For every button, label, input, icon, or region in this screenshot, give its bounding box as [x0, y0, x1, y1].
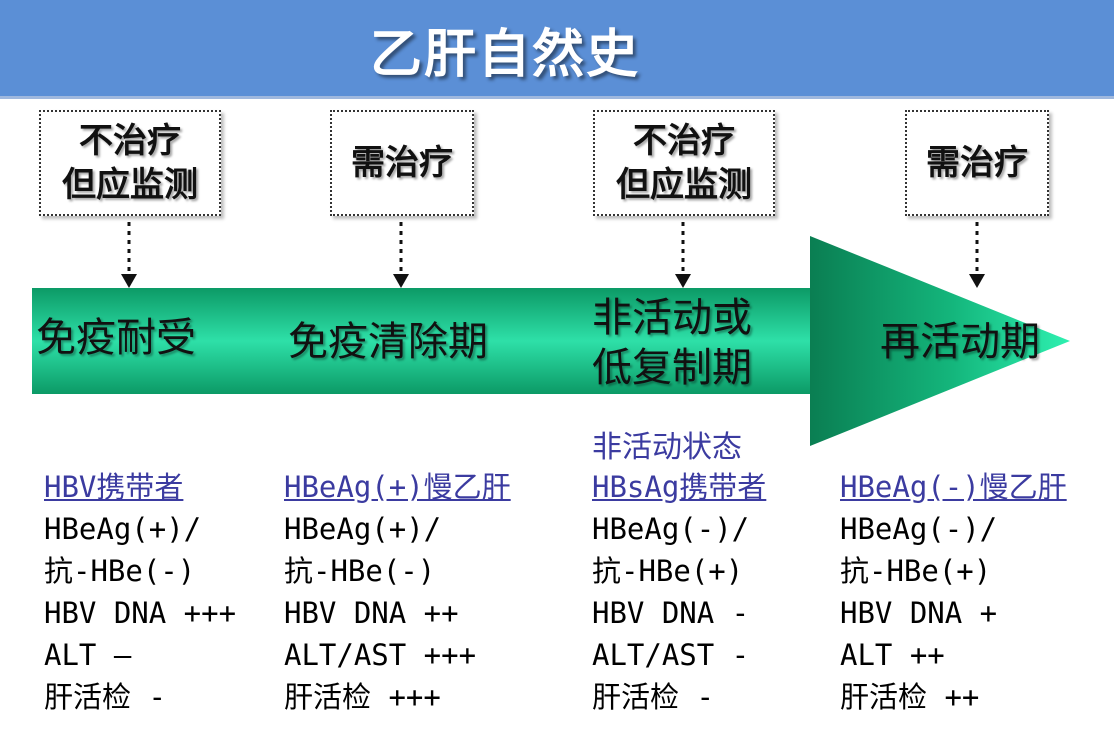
column-hbsag-carrier: HBsAg携带者 HBeAg(-)/ 抗-HBe(+) HBV DNA - AL… — [592, 466, 766, 718]
column-4-line-3: HBV DNA + — [840, 596, 998, 630]
column-3-line-2: 抗-HBe(+) — [592, 554, 744, 588]
column-4-heading: HBeAg(-)慢乙肝 — [840, 470, 1067, 504]
column-hbeag-positive-chb: HBeAg(+)慢乙肝 HBeAg(+)/ 抗-HBe(-) HBV DNA +… — [284, 466, 511, 718]
title-bar: 乙肝自然史 — [0, 0, 1114, 99]
phase-reactivation: 再活动期 — [880, 317, 1040, 367]
column-1-line-4: ALT — — [44, 638, 132, 672]
column-4-line-4: ALT ++ — [840, 638, 945, 672]
column-1-line-5: 肝活检 - — [44, 680, 166, 714]
column-2-heading: HBeAg(+)慢乙肝 — [284, 470, 511, 504]
phase-inactive: 非活动或 低复制期 — [592, 293, 752, 393]
phase-3-label-line-1: 非活动或 — [592, 295, 752, 341]
box-2-line-1: 需治疗 — [351, 143, 453, 183]
column-4-line-1: HBeAg(-)/ — [840, 512, 998, 546]
column-3-line-4: ALT/AST - — [592, 638, 750, 672]
column-1-line-2: 抗-HBe(-) — [44, 554, 196, 588]
column-4-line-2: 抗-HBe(+) — [840, 554, 992, 588]
column-1-heading: HBV携带者 — [44, 470, 184, 504]
box-1-line-1: 不治疗 — [79, 121, 181, 161]
phase-3-label-line-2: 低复制期 — [592, 345, 752, 391]
column-3-line-5: 肝活检 - — [592, 680, 714, 714]
box-3-line-1: 不治疗 — [633, 121, 735, 161]
column-2-line-2: 抗-HBe(-) — [284, 554, 436, 588]
column-3-heading: HBsAg携带者 — [592, 470, 767, 504]
box-1-line-2: 但应监测 — [62, 165, 198, 205]
phase-1-label: 免疫耐受 — [36, 315, 196, 361]
inactive-state-label: 非活动状态 — [592, 430, 742, 465]
phase-immune-clearance: 免疫清除期 — [288, 317, 488, 367]
column-hbv-carrier: HBV携带者 HBeAg(+)/ 抗-HBe(-) HBV DNA +++ AL… — [44, 466, 236, 718]
column-1-line-3: HBV DNA +++ — [44, 596, 237, 630]
recommendation-box-4: 需治疗 — [905, 110, 1049, 216]
recommendation-box-1: 不治疗 但应监测 — [39, 110, 221, 216]
column-hbeag-negative-chb: HBeAg(-)慢乙肝 HBeAg(-)/ 抗-HBe(+) HBV DNA +… — [840, 466, 1067, 718]
column-2-line-3: HBV DNA ++ — [284, 596, 459, 630]
page-title: 乙肝自然史 — [369, 25, 640, 85]
box-4-line-1: 需治疗 — [926, 143, 1028, 183]
phase-immune-tolerance: 免疫耐受 — [36, 313, 196, 363]
recommendation-box-3: 不治疗 但应监测 — [593, 110, 775, 216]
box-3-line-2: 但应监测 — [616, 165, 752, 205]
column-1-line-1: HBeAg(+)/ — [44, 512, 202, 546]
column-4-line-5: 肝活检 ++ — [840, 680, 980, 714]
phase-4-label: 再活动期 — [880, 319, 1040, 365]
column-2-line-1: HBeAg(+)/ — [284, 512, 442, 546]
phase-2-label: 免疫清除期 — [288, 319, 488, 365]
column-2-line-4: ALT/AST +++ — [284, 638, 477, 672]
column-3-line-1: HBeAg(-)/ — [592, 512, 750, 546]
column-2-line-5: 肝活检 +++ — [284, 680, 441, 714]
column-3-line-3: HBV DNA - — [592, 596, 750, 630]
recommendation-box-2: 需治疗 — [330, 110, 474, 216]
